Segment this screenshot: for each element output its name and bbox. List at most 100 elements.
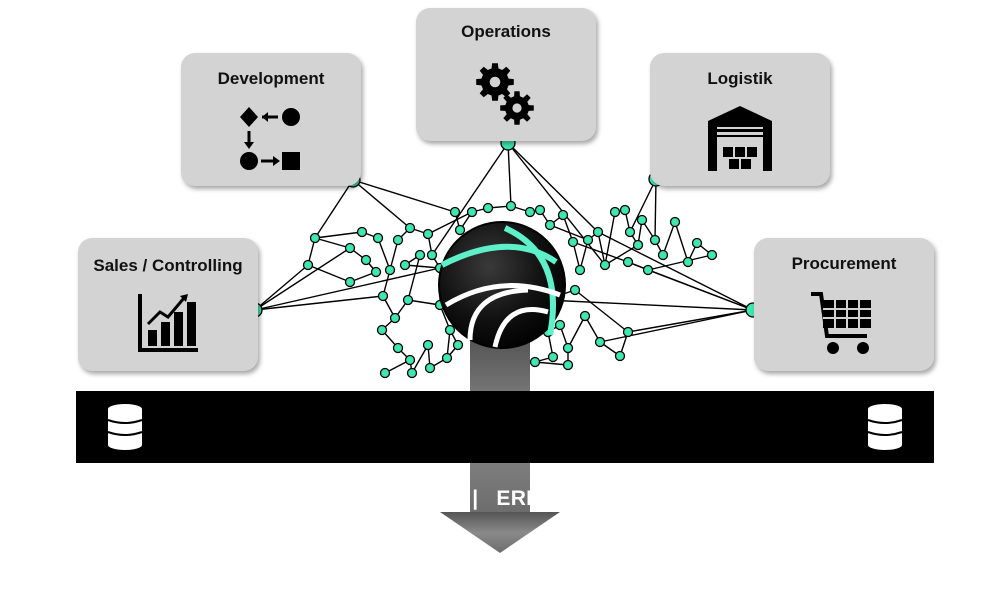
network-node [574, 264, 586, 276]
system-separator: | [647, 487, 654, 510]
network-node [657, 249, 669, 261]
network-link [604, 244, 639, 266]
network-node [482, 202, 494, 214]
network-node [372, 232, 384, 244]
system-separator: | [384, 487, 391, 510]
database-icon [867, 404, 903, 450]
network-node [344, 242, 356, 254]
network-node [392, 342, 404, 354]
network-node [706, 249, 718, 261]
network-node [402, 294, 414, 306]
network-link [352, 179, 411, 229]
network-node [682, 256, 694, 268]
network-node [622, 326, 634, 338]
database-icon [107, 404, 143, 450]
network-globe-icon [438, 221, 566, 349]
network-node [370, 266, 382, 278]
system-label: CPQ [320, 487, 367, 510]
network-link [597, 231, 754, 311]
network-link [534, 361, 569, 366]
network-link [427, 211, 473, 235]
network-link [604, 211, 616, 266]
system-label: CAD [671, 487, 718, 510]
network-node [649, 234, 661, 246]
network-node [360, 254, 372, 266]
network-link [352, 179, 456, 213]
network-node [599, 259, 611, 271]
domain-box-operations: Operations [416, 8, 596, 141]
domain-box-development: Development [181, 53, 361, 186]
network-node [557, 209, 569, 221]
network-link [507, 142, 512, 207]
network-node [392, 234, 404, 246]
network-link [407, 254, 421, 301]
network-node [424, 362, 436, 374]
system-separator: | [472, 487, 479, 510]
network-link [254, 264, 309, 311]
network-link [654, 178, 657, 241]
network-diagram [247, 135, 761, 553]
network-node [622, 256, 634, 268]
network-link [411, 344, 429, 374]
network-node [594, 336, 606, 348]
network-node [454, 224, 466, 236]
network-node [554, 319, 566, 331]
network-node [609, 206, 621, 218]
network-link [647, 254, 713, 271]
network-link [404, 264, 441, 269]
system-separator: | [735, 487, 742, 510]
network-link [567, 315, 586, 349]
network-node [309, 232, 321, 244]
network-link [662, 221, 676, 256]
network-node [562, 342, 574, 354]
network-node [389, 312, 401, 324]
network-node [406, 367, 418, 379]
network-node [404, 354, 416, 366]
system-label: ERP [496, 487, 541, 510]
network-link [307, 264, 351, 283]
systems-bar: CRM|CPQ|PLM|ERP|MES|CAD|FEM [76, 391, 934, 510]
network-node [376, 324, 388, 336]
network-node [524, 206, 536, 218]
network-node [452, 339, 464, 351]
network-link [572, 241, 629, 263]
network-node [529, 356, 541, 368]
network-node [544, 219, 556, 231]
network-node [444, 324, 456, 336]
network-node [384, 264, 396, 276]
network-link [314, 179, 354, 239]
network-node [691, 237, 703, 249]
network-nodes [247, 135, 761, 379]
network-node [404, 222, 416, 234]
domain-box-procurement: Procurement [754, 238, 934, 371]
network-link [599, 309, 754, 343]
bar-chart-growth-icon [138, 294, 198, 352]
network-node [547, 351, 559, 363]
network-link [629, 178, 657, 233]
network-link [627, 309, 754, 333]
network-link [545, 299, 754, 311]
network-node [344, 276, 356, 288]
network-link [389, 239, 399, 271]
system-separator: | [296, 487, 303, 510]
network-node [579, 310, 591, 322]
network-node [422, 339, 434, 351]
network-node [582, 234, 594, 246]
domain-box-sales: Sales / Controlling [78, 238, 258, 371]
network-link [507, 142, 599, 233]
network-link [254, 295, 384, 311]
network-node [449, 206, 461, 218]
warehouse-icon [708, 106, 772, 171]
network-node [534, 204, 546, 216]
domain-label-procurement: Procurement [791, 254, 897, 273]
network-link [254, 247, 351, 311]
system-label: PLM [408, 487, 455, 510]
gears-icon [476, 63, 534, 125]
network-link [431, 142, 509, 256]
network-node [567, 236, 579, 248]
system-label: CRM [229, 487, 279, 510]
network-link [254, 267, 441, 311]
network-link [377, 237, 391, 271]
network-node [377, 290, 389, 302]
network-link [597, 231, 606, 266]
